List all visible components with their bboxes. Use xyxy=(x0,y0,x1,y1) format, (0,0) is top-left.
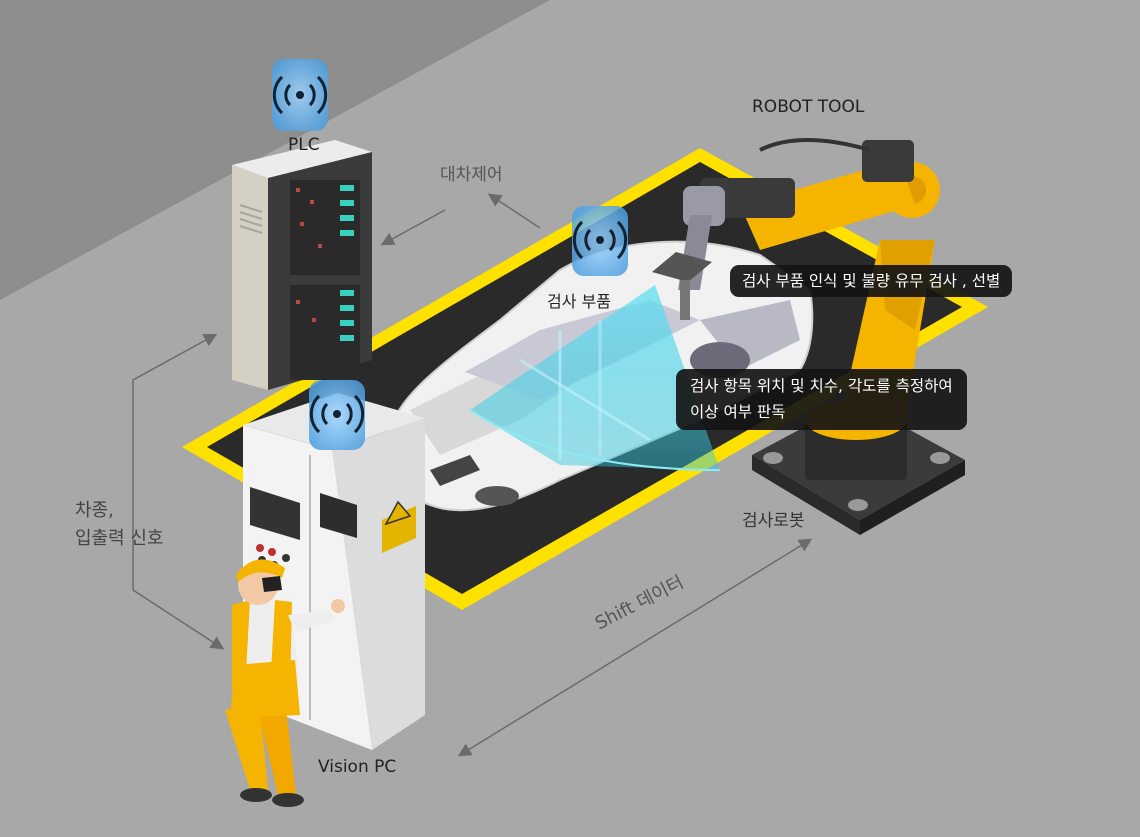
inspection-part-label: 검사 부품 xyxy=(547,292,611,311)
arrow-signal-plc xyxy=(132,333,218,590)
vision-wireless-signal-icon xyxy=(309,380,365,450)
arrow-shift-robot xyxy=(457,538,813,757)
recognition-callout: 검사 부품 인식 및 불량 유무 검사 , 선별 xyxy=(730,265,1013,297)
part-wireless-signal-icon xyxy=(572,206,628,276)
cart-control-label: 대차제어 xyxy=(440,165,503,185)
vehicle-io-signal-label: 차종, 입출력 신호 xyxy=(75,500,164,549)
scan-beam xyxy=(469,285,721,471)
arrow-cart-plc xyxy=(380,209,446,246)
measurement-callout: 검사 항목 위치 및 치수, 각도를 측정하여 이상 여부 판독 xyxy=(676,369,967,430)
arrow-signal-vision xyxy=(132,589,225,650)
plc-label: PLC xyxy=(288,135,320,155)
connector-arrows xyxy=(132,193,813,757)
robot-tool-label: ROBOT TOOL xyxy=(752,97,865,117)
plc-wireless-signal-icon xyxy=(272,59,328,131)
worker-figure xyxy=(225,559,345,807)
inspection-robot-label: 검사로봇 xyxy=(742,511,805,531)
warning-icon xyxy=(384,500,412,526)
arrow-plc-cart xyxy=(487,193,541,229)
vision-pc-label: Vision PC xyxy=(318,757,397,777)
plc-cabinet xyxy=(232,140,372,390)
floor-shadow-area xyxy=(0,0,550,300)
